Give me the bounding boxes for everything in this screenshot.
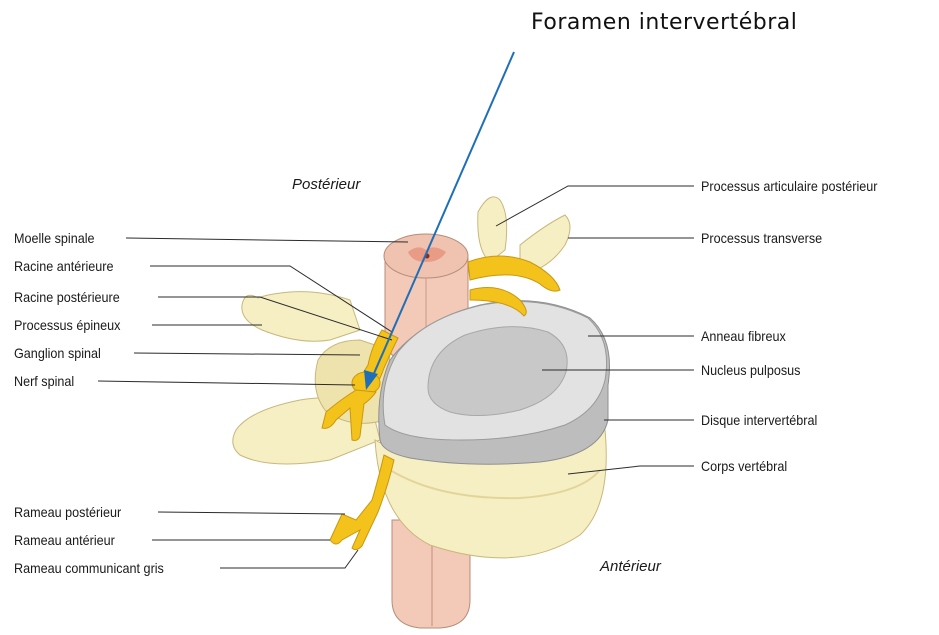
label-rameau-posterieur: Rameau postérieur: [14, 504, 121, 520]
label-corps-vertebral: Corps vertébral: [701, 458, 787, 474]
leader-moelle-spinale: [126, 238, 408, 242]
orientation-posterior: Postérieur: [292, 176, 360, 193]
callout-foramen-label: Foramen intervertébral: [531, 10, 797, 35]
leader-rameau-posterieur: [158, 512, 345, 514]
label-rameau-communicant-gris: Rameau communicant gris: [14, 560, 164, 576]
label-processus-transverse: Processus transverse: [701, 230, 822, 246]
label-disque-intervertebral: Disque intervertébral: [701, 412, 817, 428]
label-rameau-anterieur: Rameau antérieur: [14, 532, 115, 548]
label-processus-epineux: Processus épineux: [14, 317, 120, 333]
leader-rameau-communicant: [220, 550, 358, 568]
label-anneau-fibreux: Anneau fibreux: [701, 328, 786, 344]
label-racine-anterieure: Racine antérieure: [14, 258, 113, 274]
label-nucleus-pulposus: Nucleus pulposus: [701, 362, 800, 378]
label-nerf-spinal: Nerf spinal: [14, 373, 74, 389]
label-racine-posterieure: Racine postérieure: [14, 289, 120, 305]
orientation-anterior: Antérieur: [600, 558, 661, 575]
leader-processus-articulaire: [496, 186, 694, 226]
label-moelle-spinale: Moelle spinale: [14, 230, 95, 246]
label-ganglion-spinal: Ganglion spinal: [14, 345, 101, 361]
label-processus-articulaire-posterieur: Processus articulaire postérieur: [701, 178, 877, 194]
